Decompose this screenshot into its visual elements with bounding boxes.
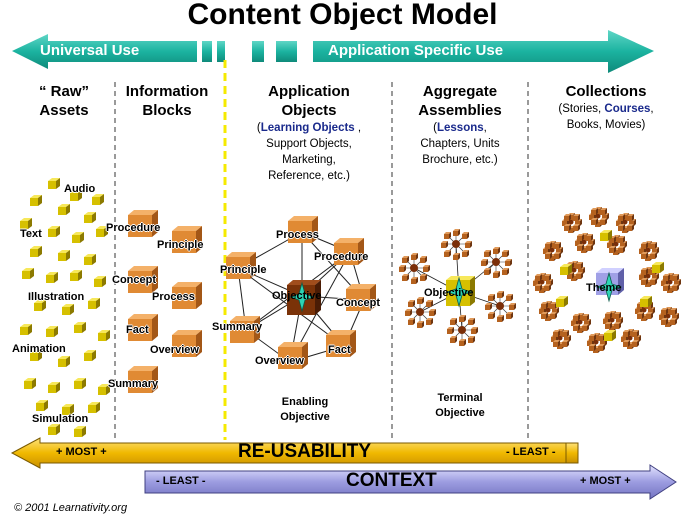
asset-label-text: Text — [20, 228, 42, 240]
application-specific-use-label: Application Specific Use — [328, 42, 504, 59]
universal-use-label: Universal Use — [40, 42, 140, 59]
reusability-least-label: - LEAST - — [506, 446, 556, 458]
block-label-procedure: Procedure — [106, 222, 161, 234]
object-label-concept: Concept — [336, 297, 380, 309]
application-objects-heading: Application Objects (Learning Objects , … — [256, 83, 362, 182]
enabling-objective-caption: Enabling Objective — [280, 396, 330, 423]
information-blocks-heading: Information Blocks — [125, 83, 209, 119]
block-label-process: Process — [152, 291, 195, 303]
aggregate-label-objective: Objective — [424, 287, 474, 299]
collection-label-theme: Theme — [586, 282, 622, 294]
object-label-principle: Principle — [220, 264, 267, 276]
block-label-fact: Fact — [126, 324, 149, 336]
context-arrow — [144, 464, 677, 500]
asset-label-simulation: Simulation — [32, 413, 89, 425]
block-label-overview: Overview — [150, 344, 199, 356]
asset-label-illustration: Illustration — [28, 291, 85, 303]
object-label-process: Process — [276, 229, 319, 241]
collection-graphic — [533, 207, 681, 353]
object-label-objective: Objective — [272, 290, 322, 302]
page-title: Content Object Model — [187, 0, 498, 31]
reusability-most-label: + MOST + — [56, 446, 107, 458]
reusability-title: RE-USABILITY — [238, 441, 371, 462]
block-label-concept: Concept — [112, 274, 156, 286]
raw-asset-cubes — [20, 178, 110, 437]
object-label-summary: Summary — [212, 321, 263, 333]
reusability-arrow — [10, 437, 579, 469]
block-label-principle: Principle — [157, 239, 204, 251]
context-most-label: + MOST + — [580, 475, 631, 487]
asset-label-audio: Audio — [64, 183, 96, 195]
object-label-fact: Fact — [328, 344, 351, 356]
aggregate-assemblies-heading: Aggregate Assemblies (Lessons, Chapters,… — [418, 83, 502, 166]
context-title: CONTEXT — [346, 470, 437, 491]
terminal-objective-caption: Terminal Objective — [435, 392, 485, 419]
universal-use-arrow — [12, 34, 225, 69]
object-label-procedure: Procedure — [314, 251, 369, 263]
aggregate-assembly-graphic — [399, 229, 516, 346]
context-least-label: - LEAST - — [156, 475, 206, 487]
object-label-overview: Overview — [255, 355, 304, 367]
asset-label-animation: Animation — [12, 343, 66, 355]
block-label-summary: Summary — [108, 378, 159, 390]
raw-assets-heading: “ Raw” Assets — [38, 83, 89, 119]
collections-heading: Collections (Stories, Courses, Books, Mo… — [558, 83, 654, 131]
application-object-cubes — [226, 216, 376, 369]
copyright-text: © 2001 Learnativity.org — [14, 502, 128, 514]
application-specific-use-arrow — [252, 30, 654, 73]
